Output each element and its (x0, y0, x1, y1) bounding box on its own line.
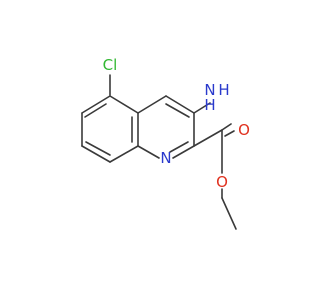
bond (172, 145, 195, 159)
bond (81, 145, 111, 163)
bond (224, 130, 235, 137)
amine-n-label: N (204, 81, 215, 99)
bond-layer (81, 74, 237, 230)
bond (85, 141, 111, 156)
atom-label-layer: Cl N H H N O O (103, 56, 250, 191)
amine-h-label: H (218, 81, 229, 99)
bond (81, 95, 111, 114)
chlorine-label: Cl (103, 56, 118, 74)
bond (193, 102, 211, 114)
bond (109, 145, 139, 163)
bond (109, 95, 139, 114)
ester-oxygen-label: O (216, 173, 228, 191)
amine-h-label: H (204, 96, 215, 114)
bond (221, 123, 232, 131)
carbonyl-oxygen-label: O (238, 121, 250, 139)
structure-svg: Cl N H H N O O (81, 56, 250, 230)
bond (137, 95, 167, 114)
bond (165, 95, 195, 114)
bond (137, 145, 160, 159)
bond (165, 103, 190, 118)
ring-nitrogen-label: N (160, 149, 171, 167)
molecule-drawing: Cl N H H N O O (81, 56, 250, 230)
bond (193, 129, 223, 147)
bond (84, 103, 107, 118)
bond (221, 197, 237, 230)
bond (169, 141, 189, 153)
